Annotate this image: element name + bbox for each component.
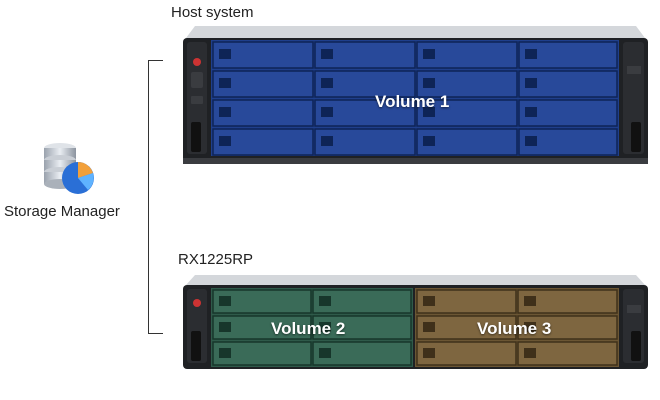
connection-bracket	[148, 60, 163, 334]
expansion-server: Volume 2 Volume 3	[183, 275, 648, 371]
volume-1-label: Volume 1	[375, 92, 450, 111]
storage-manager-label: Storage Manager	[4, 203, 120, 220]
volume-3-label: Volume 3	[477, 319, 552, 338]
storage-manager-icon	[40, 140, 98, 196]
volume-2-label: Volume 2	[271, 319, 346, 338]
host-server: Volume 1	[183, 26, 648, 166]
expansion-unit-title: RX1225RP	[178, 251, 254, 268]
host-system-title: Host system	[171, 4, 254, 21]
